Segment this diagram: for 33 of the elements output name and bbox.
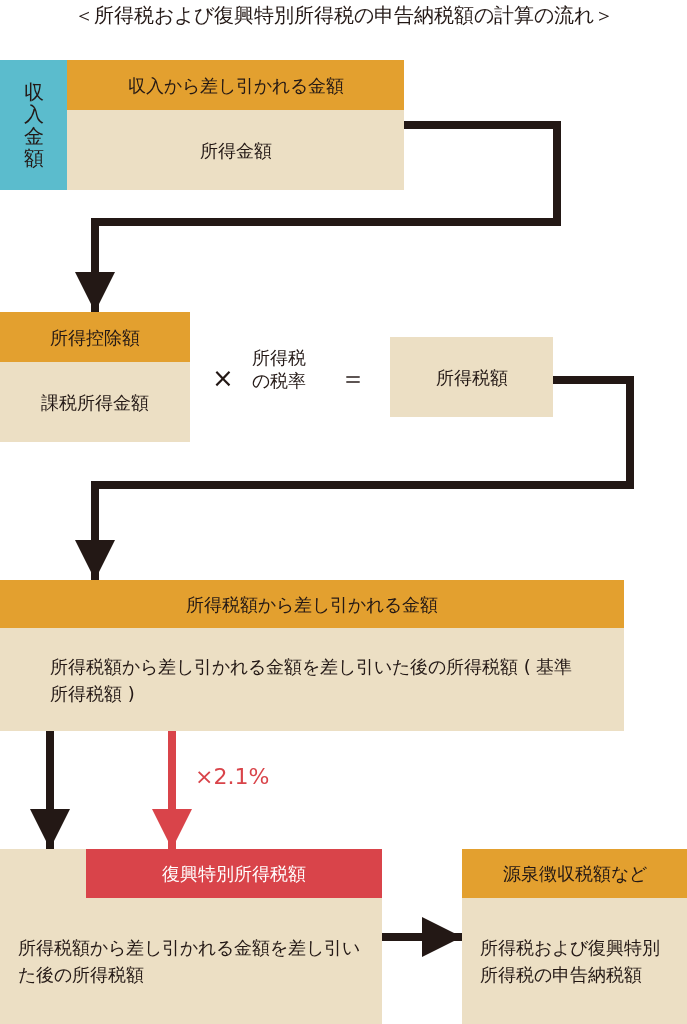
diagram-title: ＜所得税および復興特別所得税の申告納税額の計算の流れ＞ — [72, 2, 615, 29]
arrow — [382, 917, 462, 957]
box-text: 所得税額から差し引かれる金額を差し引いた後の所得税額 ( 基準所得税額 ) — [50, 654, 574, 706]
flow-box — [86, 849, 382, 898]
arrow — [30, 731, 70, 849]
arrow — [75, 376, 634, 580]
arrow — [75, 121, 561, 312]
flow-box — [462, 898, 687, 1024]
box-text: 源泉徴収税額など — [502, 862, 647, 886]
flow-box — [462, 849, 687, 898]
box-text: 収入金額 — [23, 81, 44, 169]
flow-box — [0, 312, 190, 362]
flow-box — [67, 110, 404, 190]
box-text: 所得税および復興特別所得税の申告納税額 — [480, 936, 661, 987]
box-text: 所得税額 — [435, 365, 508, 390]
flow-box — [0, 849, 382, 1024]
box-text: 復興特別所得税額 — [162, 862, 306, 886]
multiply-sign: × — [212, 362, 235, 395]
flow-box — [0, 60, 67, 190]
arrow — [152, 731, 192, 849]
box-text: 収入から差し引かれる金額 — [127, 73, 344, 98]
box-text: 所得税額から差し引かれる金額を差し引いた後の所得税額 — [18, 936, 361, 987]
flow-box — [0, 580, 624, 628]
flow-box — [0, 628, 624, 731]
flow-box — [390, 337, 553, 417]
box-text: 所得金額 — [199, 138, 272, 163]
box-text: 課税所得金額 — [41, 390, 149, 415]
flow-box — [0, 362, 190, 442]
flow-box — [67, 60, 404, 110]
box-text: 所得控除額 — [50, 325, 140, 350]
box-text: 所得税額から差し引かれる金額 — [186, 592, 438, 617]
equals-sign: ＝ — [340, 362, 367, 395]
operand-text: 所得税の税率 — [252, 346, 307, 393]
